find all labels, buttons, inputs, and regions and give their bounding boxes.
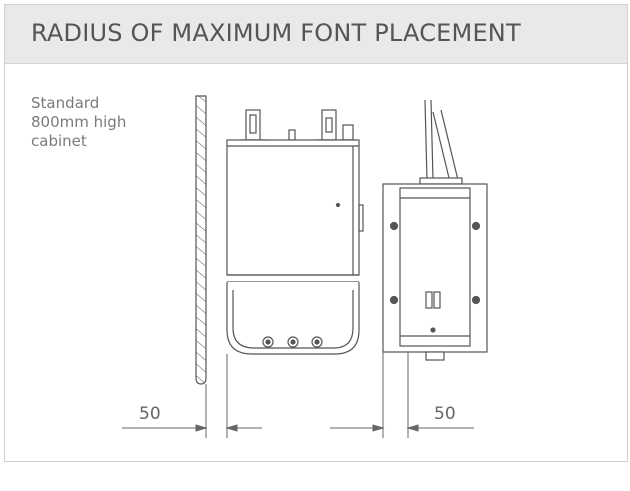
- font-unit-front-view: [382, 99, 488, 361]
- cabinet-label-line2: 800mm high: [31, 113, 127, 131]
- cabinet-label: Standard 800mm high cabinet: [31, 94, 171, 151]
- cabinet-label-line3: cabinet: [31, 132, 87, 150]
- dimension-label-left: 50: [139, 404, 161, 424]
- font-unit-side-view: [226, 109, 364, 355]
- header-bar: RADIUS OF MAXIMUM FONT PLACEMENT: [5, 5, 627, 64]
- cabinet-label-line1: Standard: [31, 94, 100, 112]
- cabinet-wall: [195, 95, 207, 385]
- diagram-panel: RADIUS OF MAXIMUM FONT PLACEMENT: [4, 4, 628, 462]
- dimension-lines: [122, 352, 474, 438]
- footer-space: [4, 462, 628, 491]
- dimension-label-right: 50: [434, 404, 456, 424]
- page-title: RADIUS OF MAXIMUM FONT PLACEMENT: [31, 19, 521, 47]
